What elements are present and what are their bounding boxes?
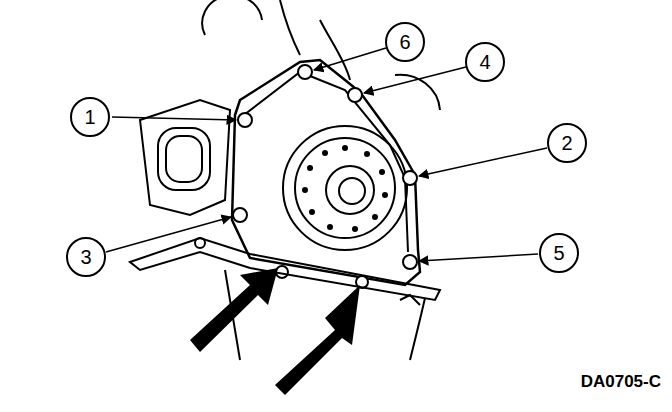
flange-holes [302,145,388,232]
callout-circle: 4 [465,42,505,82]
callout-number: 1 [84,107,95,127]
bolt [195,65,417,288]
oil-pan [410,298,425,360]
cover-rib [240,72,408,252]
block-edge [280,0,300,55]
pointer-arrow [190,268,360,395]
callout-circle: 2 [547,123,587,163]
callout-number: 5 [553,243,564,263]
callout-circle: 1 [70,97,110,137]
callout-number: 6 [399,32,410,52]
callout-number: 3 [80,247,91,267]
crank-seal [326,166,374,214]
crank-seal [339,178,365,204]
callout-number: 2 [561,133,572,153]
oil-pan [400,295,420,305]
flywheel-flange [283,126,407,250]
seal [158,128,210,190]
flywheel-flange [295,138,395,238]
callout-circle: 5 [539,233,579,273]
callout-circle: 6 [385,22,425,62]
seal [166,136,202,182]
pulley-outline [202,0,262,35]
pan-flange [130,238,440,300]
seal-housing [140,100,230,215]
front-cover [232,60,420,285]
figure-code: DA0705-C [581,372,661,392]
callout-number: 4 [479,52,490,72]
callout-circle: 3 [66,237,106,277]
